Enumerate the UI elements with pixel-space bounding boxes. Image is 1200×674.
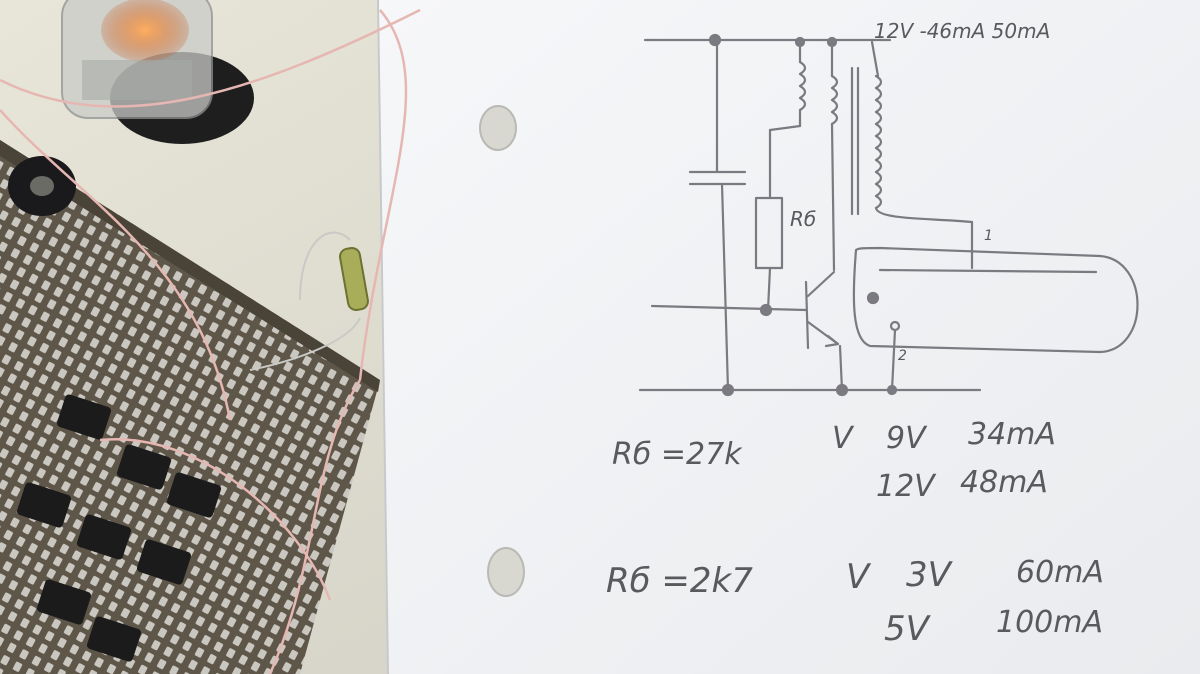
pink-wires xyxy=(0,8,421,674)
note-current-1a: 34mA xyxy=(968,417,1056,452)
resistor-label: Rб xyxy=(790,207,816,231)
note-current-2b: 100mA xyxy=(996,605,1103,640)
top-note: 12V -46mA 50mA xyxy=(874,19,1050,43)
perfboard xyxy=(0,140,380,674)
note-voltage-2a: 3V xyxy=(906,555,954,595)
punch-hole-icon xyxy=(479,105,517,151)
punch-hole-icon xyxy=(487,547,525,597)
note-resistance-2: Rб =2k7 xyxy=(606,561,753,601)
note-v-1: V xyxy=(832,421,855,456)
resistor-component xyxy=(249,231,369,371)
note-current-1b: 48mA xyxy=(960,465,1048,500)
note-voltage-1a: 9V xyxy=(886,421,928,456)
note-voltage-2b: 5V xyxy=(884,609,932,649)
pin2-label: 2 xyxy=(898,348,907,364)
note-v-2: V xyxy=(846,557,872,597)
note-voltage-1b: 12V xyxy=(876,469,937,504)
circuit-schematic xyxy=(638,33,1139,397)
pin1-label: 1 xyxy=(984,228,993,244)
note-current-2a: 60mA xyxy=(1016,555,1104,590)
paper-sheet xyxy=(378,0,1200,674)
note-resistance-1: Rб =27k xyxy=(612,437,743,472)
nixie-tube xyxy=(61,0,254,144)
